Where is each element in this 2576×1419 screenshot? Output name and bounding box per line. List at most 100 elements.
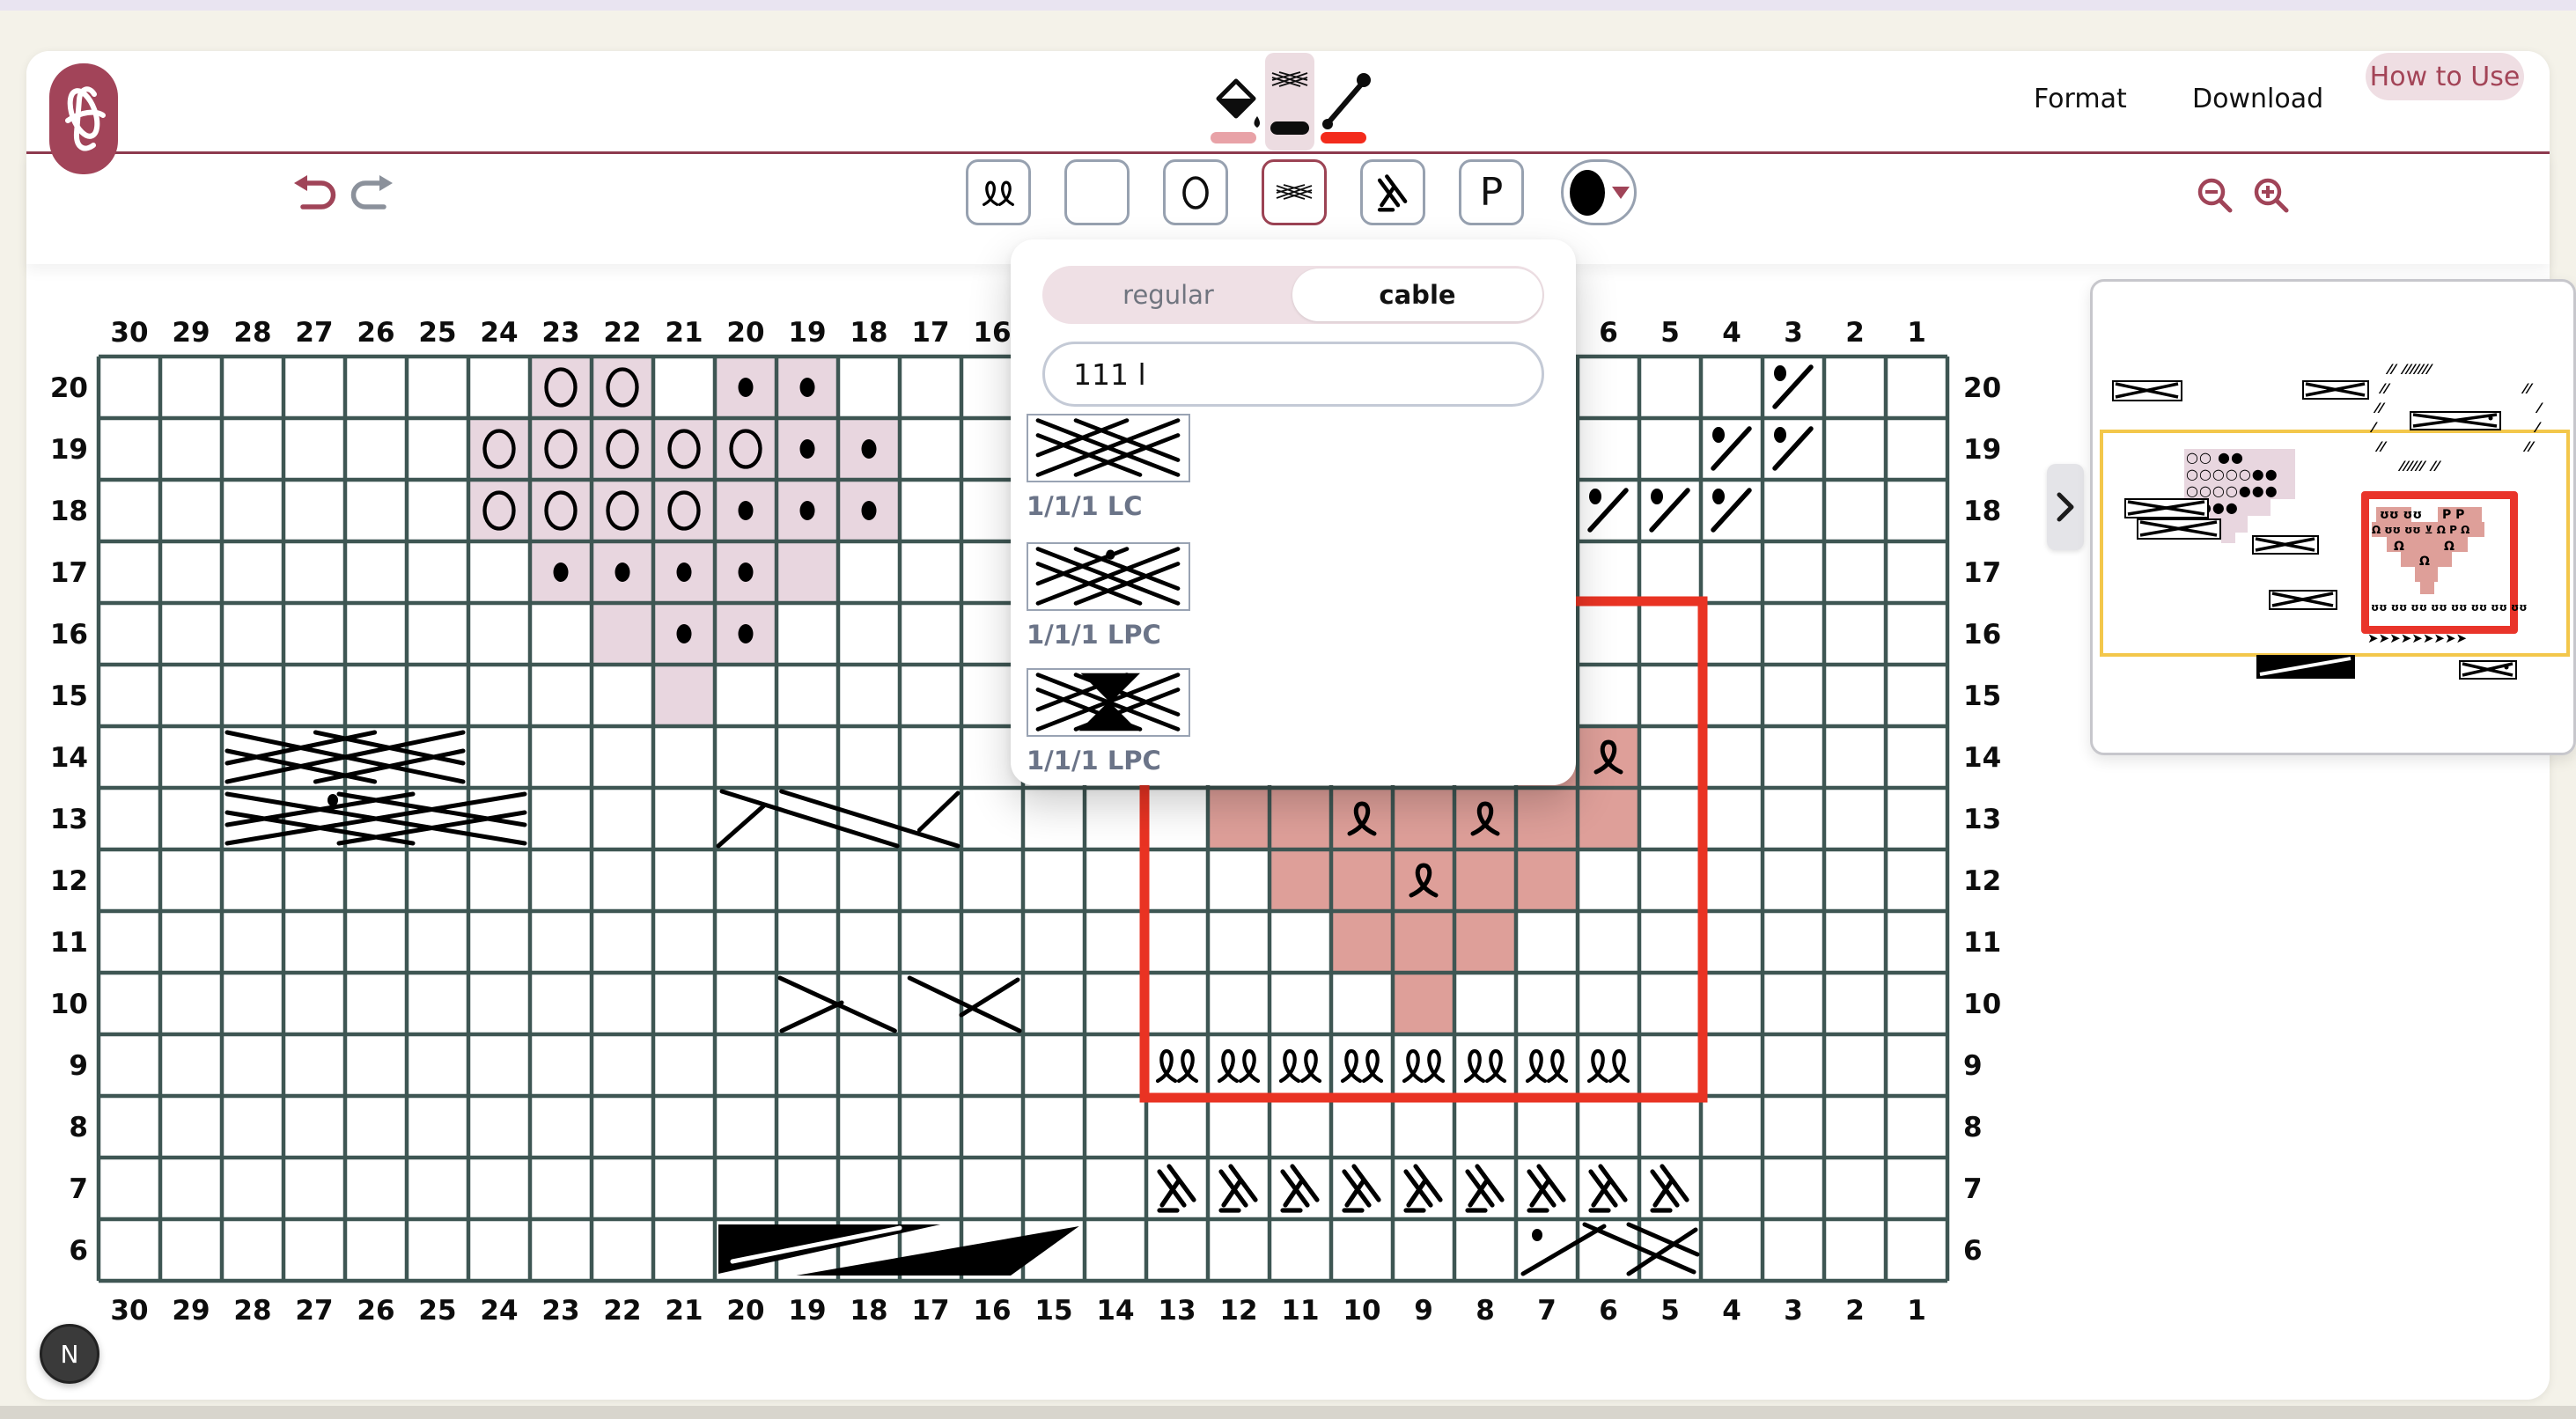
stitch-btn-yarn-over[interactable]	[1163, 159, 1228, 225]
grid-cell[interactable]	[1516, 788, 1578, 849]
stitch-btn-slant-decrease[interactable]	[1360, 159, 1425, 225]
symbol-purl-dot[interactable]	[799, 378, 815, 397]
symbol-dot-slash[interactable]	[1587, 488, 1629, 533]
grid-cell[interactable]	[468, 480, 530, 541]
grid-cell[interactable]	[592, 480, 653, 541]
symbol-purl-dot[interactable]	[738, 501, 754, 520]
symbol-yarn-over[interactable]	[667, 429, 701, 469]
stitch-btn-blank[interactable]	[1064, 159, 1130, 225]
zoom-in-button[interactable]	[2250, 174, 2293, 217]
grid-cell[interactable]	[1516, 849, 1578, 911]
redo-button[interactable]	[350, 171, 396, 215]
color-dropdown[interactable]	[1561, 159, 1637, 225]
grid-cell[interactable]	[530, 418, 592, 480]
grid-cell[interactable]	[1331, 911, 1393, 973]
grid-cell[interactable]	[468, 418, 530, 480]
grid-cell[interactable]	[1270, 849, 1331, 911]
minimap-collapse-button[interactable]	[2047, 464, 2084, 550]
grid-cell[interactable]	[1393, 788, 1454, 849]
symbol-slant-decrease[interactable]	[1588, 1164, 1628, 1213]
symbol-slant-decrease[interactable]	[1280, 1164, 1320, 1213]
grid-cell[interactable]	[653, 418, 715, 480]
symbol-purl-dot[interactable]	[553, 562, 569, 582]
cable-symbol-weave_dot[interactable]	[224, 791, 527, 846]
symbol-purl-dot[interactable]	[799, 501, 815, 520]
tab-cable[interactable]: cable	[1292, 268, 1542, 321]
stitch-btn-purl[interactable]: P	[1459, 159, 1524, 225]
symbol-dot-slash[interactable]	[1711, 426, 1752, 471]
symbol-purl-dot[interactable]	[861, 501, 877, 520]
cable-stitch-tool[interactable]	[1270, 70, 1309, 90]
symbol-dot-slash[interactable]	[1772, 364, 1814, 409]
grid-cell[interactable]	[1331, 849, 1393, 911]
symbol-slant-decrease[interactable]	[1218, 1164, 1258, 1213]
symbol-double-loop[interactable]	[1402, 1048, 1446, 1084]
symbol-double-loop[interactable]	[1586, 1048, 1630, 1084]
symbol-slant-decrease[interactable]	[1527, 1164, 1566, 1213]
symbol-purl-dot[interactable]	[676, 624, 692, 643]
grid-cell[interactable]	[653, 480, 715, 541]
result-item-2[interactable]: 1/1/1 LPC	[1027, 542, 1555, 658]
symbol-purl-dot[interactable]	[738, 624, 754, 643]
grid-cell[interactable]	[1270, 788, 1331, 849]
symbol-ktbl[interactable]	[1347, 801, 1377, 836]
cable-symbol-weave[interactable]	[224, 730, 466, 784]
symbol-yarn-over[interactable]	[606, 429, 639, 469]
grid-cell[interactable]	[653, 665, 715, 726]
grid-cell[interactable]	[776, 541, 838, 603]
symbol-purl-dot[interactable]	[738, 378, 754, 397]
grid-cell[interactable]	[1208, 788, 1270, 849]
symbol-yarn-over[interactable]	[729, 429, 762, 469]
stitch-btn-cable[interactable]	[1262, 159, 1327, 225]
undo-button[interactable]	[291, 171, 336, 215]
stitch-btn-double-loop[interactable]	[966, 159, 1031, 225]
grid-cell[interactable]	[1454, 849, 1516, 911]
symbol-dot-slash[interactable]	[1772, 426, 1814, 471]
symbol-yarn-over[interactable]	[667, 490, 701, 531]
symbol-yarn-over[interactable]	[544, 367, 578, 408]
symbol-purl-dot[interactable]	[615, 562, 630, 582]
stitch-search-input[interactable]	[1042, 342, 1544, 407]
cable-symbol-rc4b[interactable]	[777, 975, 1022, 1033]
grid-cell[interactable]	[1454, 788, 1516, 849]
grid-cell[interactable]	[1393, 911, 1454, 973]
symbol-yarn-over[interactable]	[482, 429, 516, 469]
line-draw-tool[interactable]	[1321, 70, 1373, 132]
grid-cell[interactable]	[592, 357, 653, 418]
symbol-dot-slash[interactable]	[1649, 488, 1690, 533]
grid-cell[interactable]	[1454, 911, 1516, 973]
grid-cell[interactable]	[592, 603, 653, 665]
symbol-yarn-over[interactable]	[544, 490, 578, 531]
cable-symbol-rc4a[interactable]	[716, 789, 960, 849]
symbol-double-loop[interactable]	[1278, 1048, 1322, 1084]
symbol-slant-decrease[interactable]	[1650, 1164, 1689, 1213]
grid-cell[interactable]	[592, 418, 653, 480]
symbol-double-loop[interactable]	[1525, 1048, 1569, 1084]
zoom-out-button[interactable]	[2194, 174, 2236, 217]
grid-cell[interactable]	[530, 357, 592, 418]
cable-symbol-blackfill[interactable]	[718, 1224, 1079, 1276]
nav-format[interactable]: Format	[2034, 84, 2127, 114]
symbol-double-loop[interactable]	[1155, 1048, 1199, 1084]
dev-n-badge[interactable]: N	[40, 1324, 99, 1384]
grid-cell[interactable]	[1393, 849, 1454, 911]
grid-cell[interactable]	[1393, 973, 1454, 1034]
tab-regular[interactable]: regular	[1122, 280, 1214, 310]
symbol-dot-slash[interactable]	[1711, 488, 1752, 533]
grid-cell[interactable]	[715, 418, 776, 480]
bottom-scroll-strip[interactable]	[0, 1406, 2576, 1419]
symbol-double-loop[interactable]	[1340, 1048, 1384, 1084]
nav-how-to-use[interactable]: How to Use	[2366, 53, 2524, 100]
symbol-yarn-over[interactable]	[544, 429, 578, 469]
symbol-yarn-over[interactable]	[606, 490, 639, 531]
grid-cell[interactable]	[1578, 788, 1639, 849]
symbol-slant-decrease[interactable]	[1403, 1164, 1443, 1213]
nav-download[interactable]: Download	[2192, 84, 2324, 114]
symbol-ktbl[interactable]	[1593, 739, 1623, 775]
result-item-1[interactable]: 1/1/1 LC	[1027, 414, 1555, 530]
symbol-yarn-over[interactable]	[606, 367, 639, 408]
symbol-double-loop[interactable]	[1463, 1048, 1507, 1084]
symbol-ktbl[interactable]	[1409, 863, 1439, 898]
